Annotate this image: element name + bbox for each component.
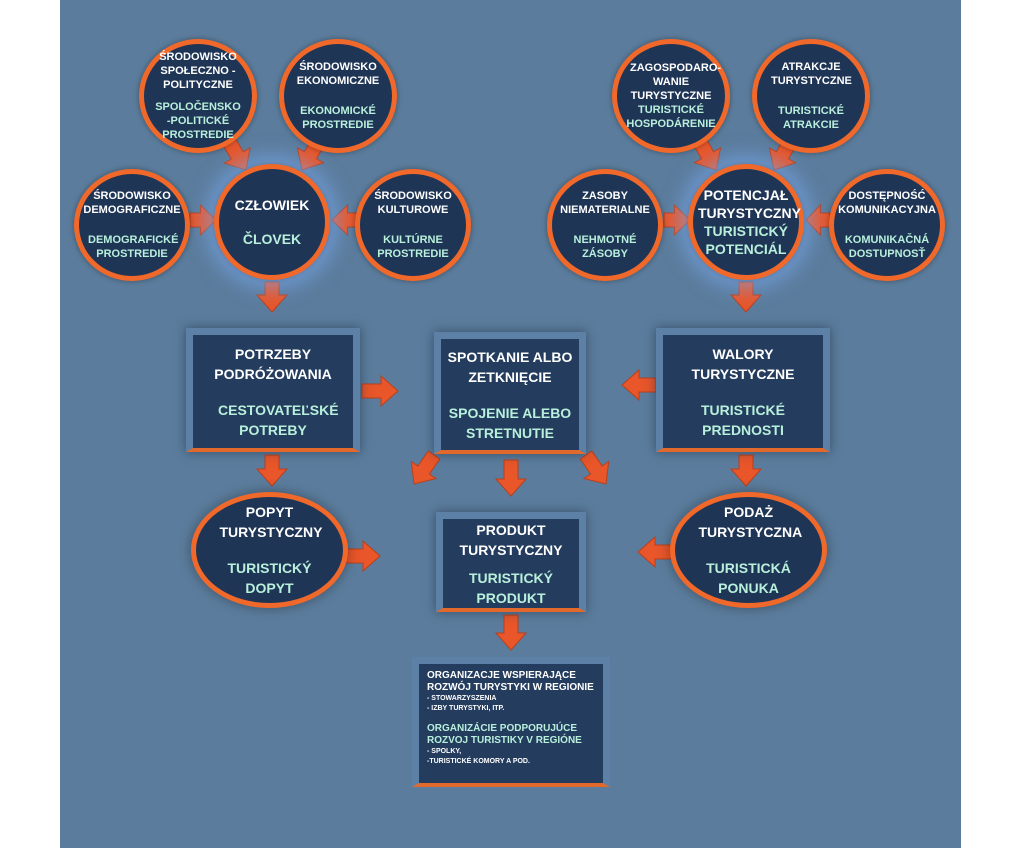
oval-tourist-demand: POPYT TURYSTYCZNY TURISTICKÝ DOPYT	[191, 492, 348, 608]
node-label-sk: DEMOGRAFICKÉ PROSTREDIE	[88, 234, 179, 260]
org-item-sk-2: -TURISTICKÉ KOMORY A POD.	[427, 758, 530, 765]
node-cultural-environment: ŚRODOWISKO KULTUROWE KULTÚRNE PROSTREDIE	[355, 169, 471, 281]
node-tourism-potential: POTENCJAŁ TURYSTYCZNY TURISTICKÝ POTENCI…	[688, 164, 804, 280]
org-title-pl: ORGANIZACJE WSPIERAJĄCE ROZWÓJ TURYSTYKI…	[427, 670, 594, 693]
oval-label-sk: TURISTICKÁ PONUKA	[706, 560, 791, 596]
org-title-sk: ORGANIZÁCIE PODPORUJÚCE ROZVOJ TURISTIKY…	[427, 723, 582, 746]
arrow-values-to-meeting	[621, 368, 657, 402]
arrow-meeting-to-demand	[410, 450, 441, 485]
arrow-supply-to-product	[637, 535, 673, 569]
box-label-sk: TURISTICKÉ PREDNOSTI	[701, 401, 785, 438]
node-label-pl: ATRAKCJE TURYSTYCZNE	[771, 61, 852, 87]
arrow-values-to-supply	[729, 454, 763, 487]
box-support-organizations: ORGANIZACJE WSPIERAJĄCE ROZWÓJ TURYSTYKI…	[412, 657, 610, 787]
box-tourist-values: WALORY TURYSTYCZNE TURISTICKÉ PREDNOSTI	[656, 328, 830, 452]
node-economic-environment: ŚRODOWISKO EKONOMICZNE EKONOMICKÉ PROSTR…	[279, 39, 397, 153]
node-label-pl: ŚRODOWISKO KULTUROWE	[374, 190, 452, 216]
arrow-demand-to-product	[345, 539, 381, 573]
box-label-pl: PRODUKT TURYSTYCZNY	[459, 521, 563, 558]
arrow-accessibility-to-potential	[805, 203, 831, 237]
box-label-pl: WALORY TURYSTYCZNE	[691, 345, 795, 382]
arrow-product-to-organizations	[494, 614, 528, 651]
arrow-meeting-to-supply	[579, 450, 610, 485]
box-label-sk: SPOJENIE ALEBO STRETNUTIE	[448, 404, 572, 441]
arrow-intangible-to-potential	[663, 203, 691, 237]
box-label-sk: CESTOVATEĽSKÉ POTREBY	[218, 401, 339, 438]
box-label-sk: TURISTICKÝ PRODUKT	[469, 569, 553, 606]
arrow-cultural-to-human	[331, 203, 359, 237]
box-meeting: SPOTKANIE ALBO ZETKNIĘCIE SPOJENIE ALEBO…	[434, 332, 586, 454]
node-label-pl: ZASOBY NIEMATERIALNE	[560, 190, 650, 216]
node-label-sk: SPOLOČENSKO -POLITICKÉ PROSTREDIE	[155, 101, 241, 141]
oval-label-pl: POPYT TURYSTYCZNY	[219, 504, 323, 540]
org-item-sk-1: - SPOLKY,	[427, 748, 462, 755]
node-label-pl: ŚRODOWISKO DEMOGRAFICZNE	[83, 190, 181, 216]
box-tourism-product: PRODUKT TURYSTYCZNY TURISTICKÝ PRODUKT	[436, 512, 586, 612]
node-label-pl: ŚRODOWISKO EKONOMICZNE	[296, 61, 380, 87]
node-label-pl: DOSTĘPNOŚĆ KOMUNIKACYJNA	[838, 190, 936, 216]
arrow-needs-to-demand	[255, 454, 289, 487]
arrow-needs-to-meeting	[361, 374, 399, 408]
node-label-sk: NEHMOTNÉ ZÁSOBY	[573, 234, 637, 260]
node-tourism-development: ZAGOSPODARO- WANIE TURYSTYCZNE TURISTICK…	[612, 39, 730, 153]
node-label-pl: CZŁOWIEK	[234, 197, 310, 213]
box-label-pl: SPOTKANIE ALBO ZETKNIĘCIE	[447, 348, 573, 385]
org-item-pl-1: - STOWARZYSZENIA	[427, 695, 497, 702]
node-label-sk: KOMUNIKAČNÁ DOSTUPNOSŤ	[844, 234, 930, 260]
arrow-human-to-needs	[255, 281, 289, 313]
node-label-sk: EKONOMICKÉ PROSTREDIE	[300, 105, 376, 131]
node-label-sk: TURISTICKÉ HOSPODÁRENIE	[626, 104, 716, 130]
oval-tourist-supply: PODAŻ TURYSTYCZNA TURISTICKÁ PONUKA	[670, 492, 827, 608]
oval-label-sk: TURISTICKÝ DOPYT	[227, 560, 312, 596]
oval-label-pl: PODAŻ TURYSTYCZNA	[698, 504, 803, 540]
box-label-pl: POTRZEBY PODRÓŻOWANIA	[214, 345, 332, 382]
arrow-demographic-to-human	[189, 203, 217, 237]
node-label-sk: TURISTICKÝ POTENCIÁL	[704, 223, 788, 257]
node-demographic-environment: ŚRODOWISKO DEMOGRAFICZNE DEMOGRAFICKÉ PR…	[74, 169, 190, 281]
node-label-sk: TURISTICKÉ ATRAKCIE	[778, 105, 844, 131]
node-human: CZŁOWIEK ČLOVEK	[214, 164, 330, 280]
node-label-sk: ČLOVEK	[242, 231, 302, 247]
org-item-pl-2: - IZBY TURYSTYKI, ITP.	[427, 705, 505, 712]
arrow-meeting-to-product	[494, 459, 528, 497]
node-transport-accessibility: DOSTĘPNOŚĆ KOMUNIKACYJNA KOMUNIKAČNÁ DOS…	[829, 169, 945, 281]
node-label-sk: KULTÚRNE PROSTREDIE	[377, 234, 449, 260]
node-label-pl: POTENCJAŁ TURYSTYCZNY	[698, 187, 801, 221]
node-label-pl: ŚRODOWISKO SPOŁECZNO -POLITYCZNE	[159, 51, 237, 91]
node-socio-political-environment: ŚRODOWISKO SPOŁECZNO -POLITYCZNE SPOLOČE…	[139, 39, 257, 153]
box-travel-needs: POTRZEBY PODRÓŻOWANIA CESTOVATEĽSKÉ POTR…	[186, 328, 360, 452]
node-label-pl: ZAGOSPODARO- WANIE TURYSTYCZNE	[630, 62, 722, 102]
arrow-potential-to-values	[729, 281, 763, 313]
node-intangible-resources: ZASOBY NIEMATERIALNE NEHMOTNÉ ZÁSOBY	[547, 169, 663, 281]
node-tourist-attractions: ATRAKCJE TURYSTYCZNE TURISTICKÉ ATRAKCIE	[752, 39, 870, 153]
